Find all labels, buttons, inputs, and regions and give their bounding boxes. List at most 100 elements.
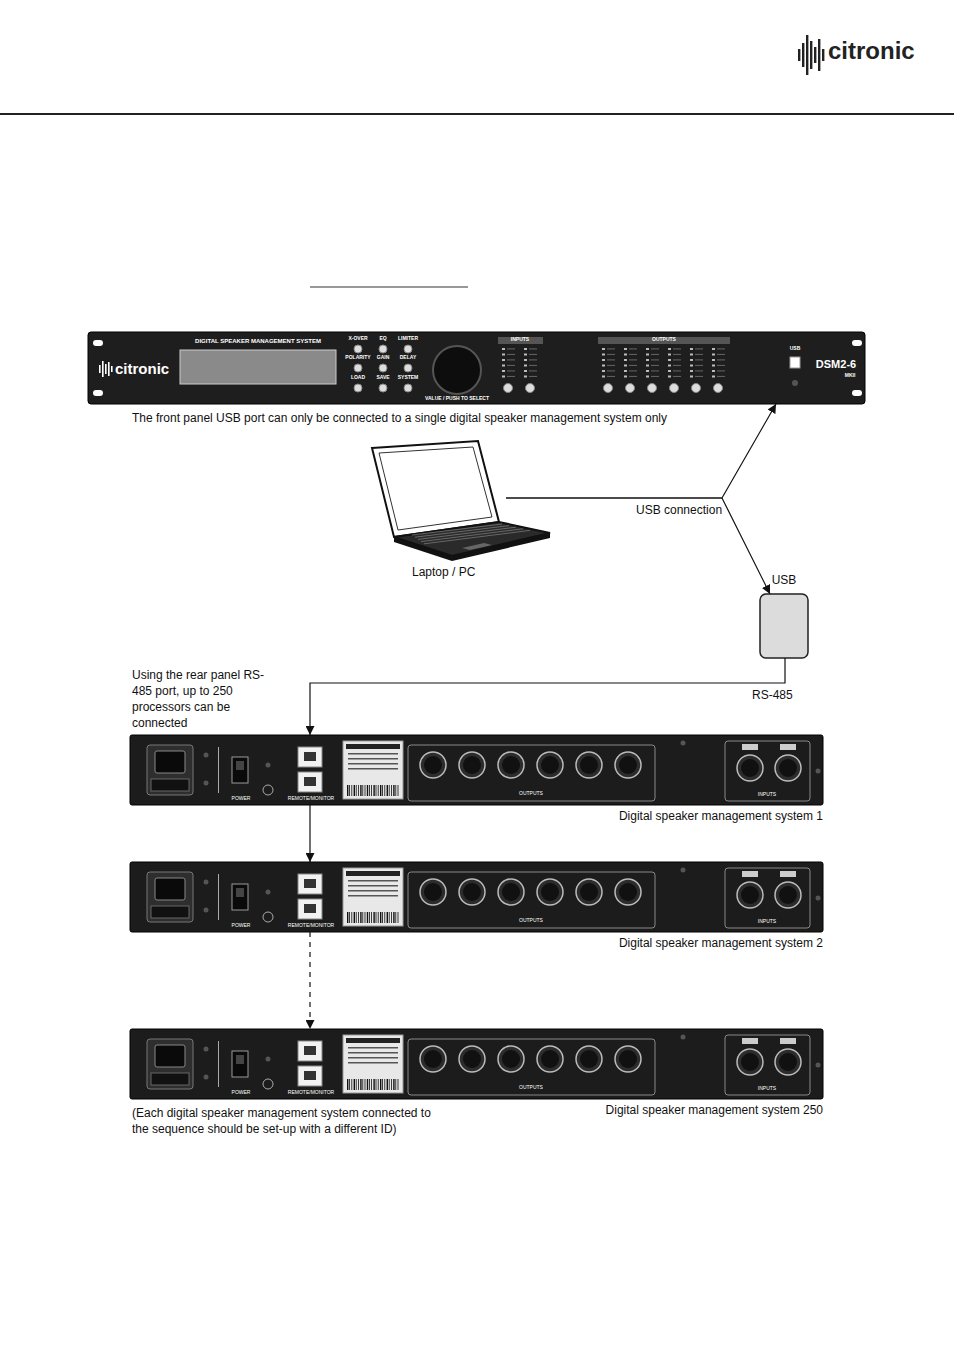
barcode-bar [380,912,381,923]
logo-bar [802,43,804,67]
meter-led-mark [717,370,725,371]
panel-screw [266,890,271,895]
panel-logo-bar [102,361,104,377]
meter-led [524,359,527,361]
meter-led [524,376,527,378]
xlr-input-face [741,1053,759,1071]
inputs-bar [498,337,543,344]
meter-led [524,370,527,372]
xlr-input-face [779,886,797,904]
xlr-output-face [580,756,598,774]
barcode-bar [380,785,381,796]
meter-led [690,370,693,372]
barcode-bar [362,912,364,923]
barcode-bar [380,1079,381,1090]
meter-led-mark [673,376,681,377]
usb-interface: USB [760,594,808,658]
rj45-slot [304,1071,316,1080]
xlr-input [775,1049,801,1075]
panel-label: EQ [379,336,386,342]
sticker-line [348,758,398,760]
barcode-bar [391,785,393,796]
barcode-bar [387,912,388,923]
panel-screw [204,1075,209,1080]
power-switch [232,884,248,910]
connector-arrow [309,805,310,862]
xlr-output [576,752,602,778]
xlr-input [775,755,801,781]
xlr-output-face [463,1050,481,1068]
barcode-bar [397,785,399,796]
meter-led-mark [717,376,725,377]
barcode-bar [354,1079,355,1090]
inputs-frame [725,868,810,928]
rack-ear-hole [852,340,862,346]
xlr-push-tab [780,1038,796,1044]
meter-led [668,359,671,361]
keyboard-row [418,527,516,539]
panel-screw [266,1057,271,1062]
rj45-port [298,1066,322,1086]
meter-led-mark [529,354,537,355]
unit-caption: Digital speaker management system 2 [619,937,823,951]
meter-led [646,348,649,350]
meter-led [502,370,505,372]
barcode-bar [355,785,357,796]
laptop: Laptop / PC [368,440,506,585]
xlr-output [615,1046,641,1072]
sticker-line [348,768,398,770]
xlr-output-face [424,883,442,901]
barcode-bar [347,1079,348,1090]
panel-label: INPUTS [511,337,529,343]
rating-sticker [343,741,403,799]
laptop-display [379,447,492,530]
panel-label: REMOTE/MONITOR [288,796,334,802]
meter-led-mark [717,359,725,360]
meter-led-mark [695,354,703,355]
meter-led-mark [607,354,615,355]
barcode-bar [369,785,371,796]
meter-led-mark [695,376,703,377]
meter-led [690,365,693,367]
rear-panel-body [130,735,823,805]
panel-label: POLARITY [345,355,370,361]
meter-led-mark [651,348,659,349]
xlr-output [498,1046,524,1072]
meter-led-mark [695,348,703,349]
rating-sticker [343,868,403,926]
barcode-bar [382,785,384,796]
meter-led-mark [529,365,537,366]
usb-interface-box [760,594,808,658]
meter-led-mark [629,370,637,371]
meter-led-mark [629,365,637,366]
panel-label: OUTPUTS [519,791,543,797]
meter-led-mark [529,359,537,360]
rj45-port [298,899,322,919]
barcode-bar [384,785,386,796]
panel-label: DSM2-6 [816,358,856,371]
logo-bar [810,41,812,69]
mute-button [648,384,657,393]
meter-led [712,354,715,356]
outputs-frame [408,745,655,801]
barcode-bar [397,1079,399,1090]
barcode-bar [377,1079,379,1090]
panel-label: INPUTS [758,1086,776,1092]
panel-label: REMOTE/MONITOR [288,1090,334,1096]
panel-label: MKII [845,373,856,379]
meter-led-mark [717,354,725,355]
xlr-input [737,755,763,781]
inputs-frame [725,1035,810,1095]
meter-led-mark [529,348,537,349]
barcode-bar [388,1079,390,1090]
panel-label: LIMITER [398,336,418,342]
meter-led [690,354,693,356]
barcode-bar [377,785,379,796]
connector-arrow [310,658,785,735]
barcode-bar [369,1079,371,1090]
logo-bar [806,35,808,75]
xlr-output-face [580,883,598,901]
unit-caption: Digital speaker management system 1 [619,810,823,824]
panel-label: SAVE [376,375,389,381]
meter-led-mark [629,359,637,360]
